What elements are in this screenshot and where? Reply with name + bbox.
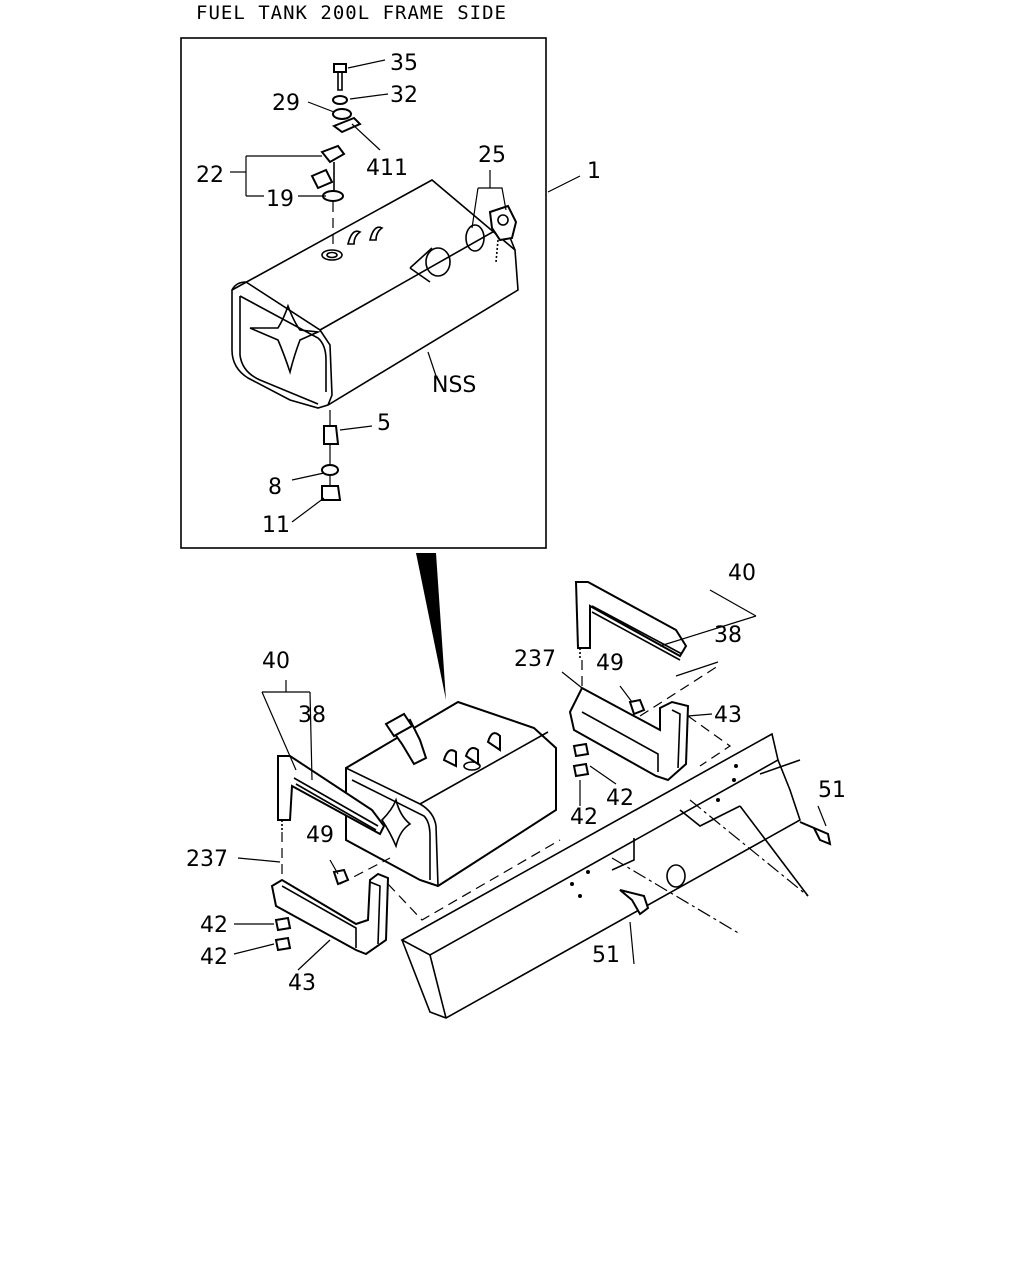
callout-49-right: 49: [596, 651, 624, 676]
callout-38-right: 38: [714, 623, 742, 648]
right-bracket: [568, 581, 732, 782]
inset-tank: [231, 179, 519, 409]
callout-nss: NSS: [432, 373, 476, 398]
callout-labels: 35 29 32 411 22 19 25 1 NSS 5 8 11 40 38…: [186, 51, 846, 996]
diagram-title: FUEL TANK 200L FRAME SIDE: [196, 2, 507, 24]
frame-rail: [400, 732, 809, 1019]
callout-19: 19: [266, 187, 294, 212]
callout-8: 8: [268, 475, 282, 500]
pointer-wedge: [416, 553, 446, 700]
main-tank: [345, 700, 557, 888]
callout-51-front: 51: [592, 943, 620, 968]
callout-1: 1: [587, 159, 601, 184]
callout-237-left: 237: [186, 847, 228, 872]
left-bracket: [270, 755, 561, 956]
callout-29: 29: [272, 91, 300, 116]
callout-237-right: 237: [514, 647, 556, 672]
inset-box: [180, 37, 547, 549]
callout-43-right: 43: [714, 703, 742, 728]
callout-42-left-b: 42: [200, 945, 228, 970]
callout-43-left: 43: [288, 971, 316, 996]
callout-51-rear: 51: [818, 778, 846, 803]
callout-40-left: 40: [262, 649, 290, 674]
callout-25: 25: [478, 143, 506, 168]
bolts-51: [619, 821, 832, 916]
callout-38-left: 38: [298, 703, 326, 728]
callout-5: 5: [377, 411, 391, 436]
main-leaders: [233, 589, 827, 971]
callout-32: 32: [390, 83, 418, 108]
callout-49-left: 49: [306, 823, 334, 848]
callout-40-right: 40: [728, 561, 756, 586]
callout-411: 411: [366, 156, 408, 181]
callout-22: 22: [196, 163, 224, 188]
inset-small-parts: [310, 63, 362, 501]
callout-42-right-b: 42: [570, 805, 598, 830]
callout-42-right-a: 42: [606, 786, 634, 811]
callout-11: 11: [262, 513, 290, 538]
inset-leaders: [230, 59, 581, 523]
callout-42-left-a: 42: [200, 913, 228, 938]
callout-35: 35: [390, 51, 418, 76]
